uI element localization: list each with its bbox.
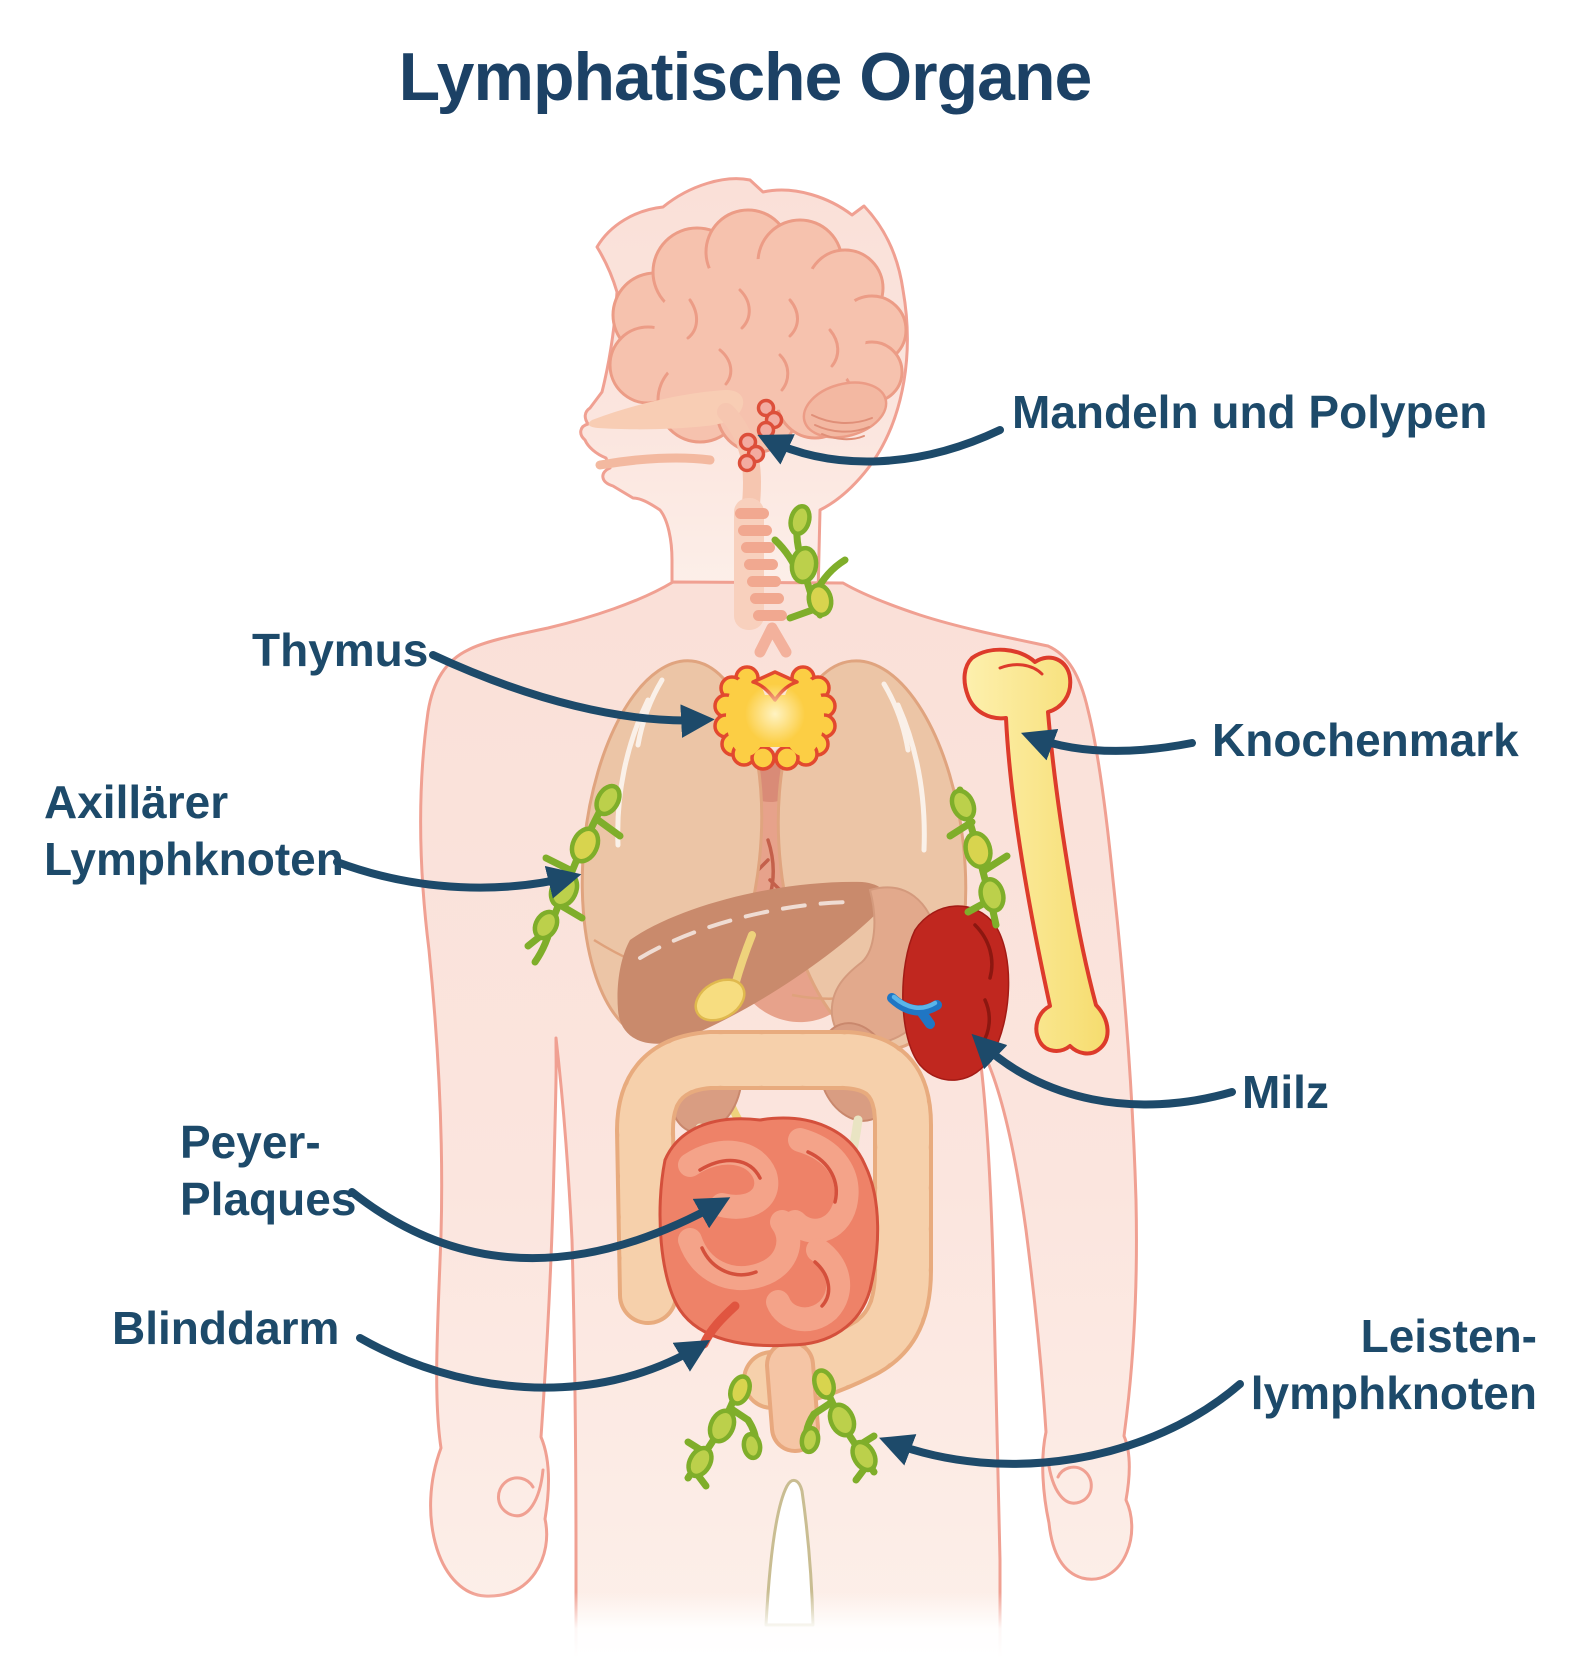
page-title: Lymphatische Organe <box>398 39 1093 115</box>
arrow-appendix <box>356 1334 711 1392</box>
label-axillary-line2: Lymphknoten <box>44 833 344 886</box>
label-peyer-line2: Plaques <box>180 1173 357 1226</box>
label-bone-marrow: Knochenmark <box>1212 714 1519 766</box>
label-axillary: Axillärer Lymphknoten <box>44 774 344 888</box>
trachea-illustration <box>734 498 792 658</box>
arrow-peyer <box>348 1188 731 1263</box>
bone-marrow-illustration <box>962 647 1110 1056</box>
label-peyer: Peyer- Plaques <box>180 1114 356 1228</box>
arrow-inguinal <box>879 1380 1244 1468</box>
label-inguinal: Leisten- lymphknoten <box>1251 1308 1537 1422</box>
label-inguinal-line1: Leisten- <box>1360 1310 1537 1362</box>
lymph-node-cluster-neck <box>771 504 849 622</box>
label-appendix: Blinddarm <box>112 1302 340 1354</box>
brain-illustration <box>608 208 908 454</box>
arrow-tonsils <box>757 426 1004 466</box>
pelvic-gap <box>764 1478 815 1627</box>
small-intestine-illustration <box>658 1116 880 1348</box>
lymph-node-cluster-right-groin <box>799 1368 878 1484</box>
label-inguinal-line2: lymphknoten <box>1250 1367 1537 1420</box>
bottom-fade <box>360 1592 1180 1657</box>
rectum-illustration <box>765 1340 820 1453</box>
arrow-bone-marrow <box>1020 728 1196 761</box>
liver-illustration <box>617 881 887 1044</box>
thymus-illustration <box>713 665 837 771</box>
arrow-thymus <box>429 651 715 738</box>
tonsils-illustration <box>737 398 784 473</box>
label-spleen: Milz <box>1242 1066 1329 1118</box>
arrow-spleen <box>971 1033 1236 1109</box>
lymph-node-cluster-right-axilla <box>946 786 1011 929</box>
large-intestine-illustration <box>615 1030 933 1410</box>
label-thymus: Thymus <box>252 624 429 676</box>
lymph-node-cluster-left-groin <box>684 1374 763 1490</box>
label-tonsils: Mandeln und Polypen <box>1012 386 1488 438</box>
arrow-axillary <box>333 858 582 899</box>
label-axillary-line1: Axillärer <box>44 776 229 828</box>
label-peyer-line1: Peyer- <box>180 1116 321 1168</box>
